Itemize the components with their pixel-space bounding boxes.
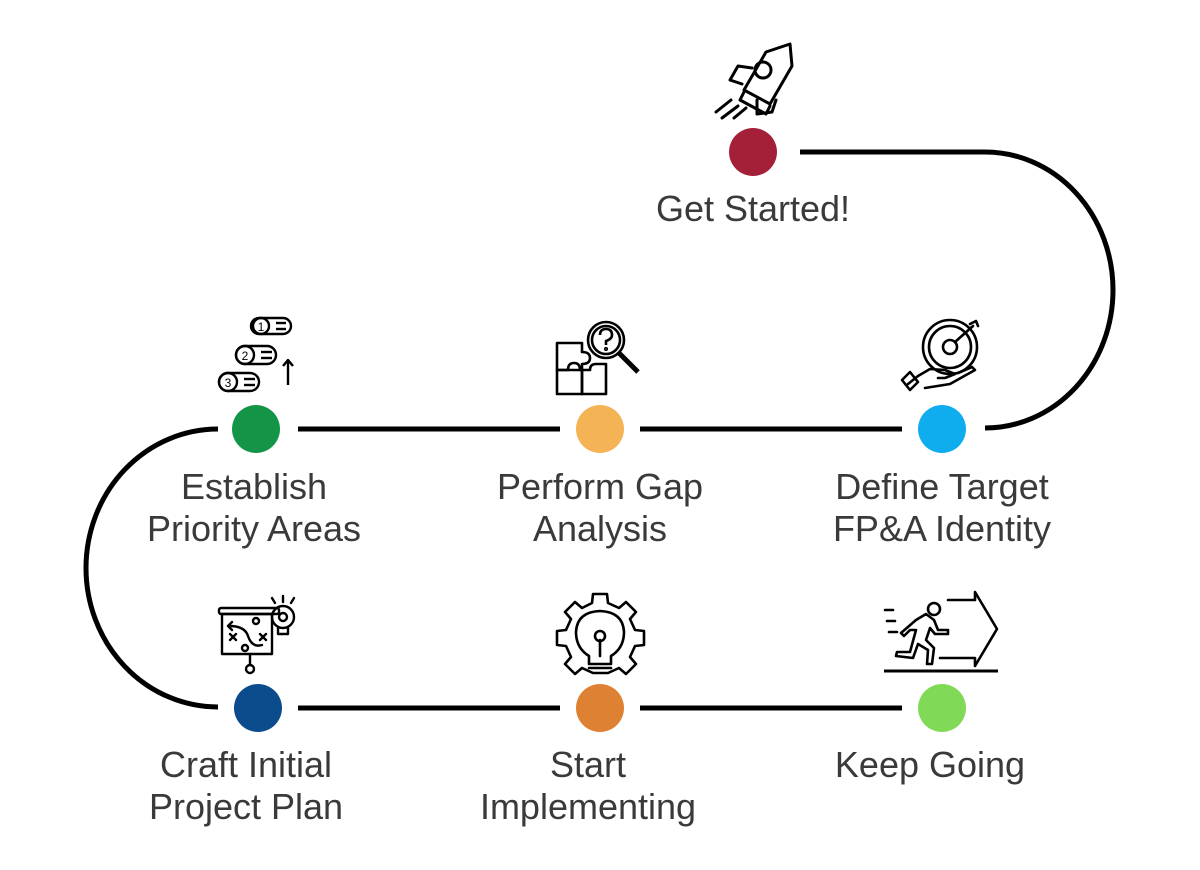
svg-text:1: 1 <box>258 320 265 334</box>
step-label-line: Keep Going <box>834 744 1026 785</box>
step-label-line: Implementing <box>479 786 697 827</box>
milestone-dot-gap-analysis[interactable] <box>576 405 624 453</box>
step-label-line: Define Target <box>835 466 1049 507</box>
step-label-priority-areas: Establish Priority Areas <box>147 466 361 550</box>
step-label-line: Project Plan <box>148 786 344 827</box>
svg-text:2: 2 <box>242 349 249 363</box>
running-person-icon <box>883 590 999 668</box>
hand-target-icon <box>900 318 980 392</box>
step-label-define-target: Define Target FP&A Identity <box>833 466 1051 550</box>
gear-bulb-icon <box>555 592 646 676</box>
milestone-dot-project-plan[interactable] <box>234 684 282 732</box>
step-label-keep-going: Keep Going <box>835 744 1025 786</box>
step-label-line: Get Started! <box>655 188 851 229</box>
milestone-dot-priority-areas[interactable] <box>232 405 280 453</box>
connector-4-5-curve <box>83 426 219 710</box>
svg-text:3: 3 <box>225 376 232 390</box>
milestone-dot-implementing[interactable] <box>576 684 624 732</box>
step-label-line: Priority Areas <box>146 508 362 549</box>
step-label-line: Craft Initial <box>159 744 333 785</box>
milestone-dot-define-target[interactable] <box>918 405 966 453</box>
rocket-icon <box>714 42 794 120</box>
step-label-line: FP&A Identity <box>832 508 1052 549</box>
step-label-implementing: Start Implementing <box>480 744 696 828</box>
ranked-list-icon <box>217 316 294 393</box>
step-label-line: Establish <box>180 466 328 507</box>
connector-1-2-curve <box>984 149 1116 431</box>
strategy-board-icon <box>217 594 296 675</box>
step-label-line: Analysis <box>532 508 668 549</box>
step-label-line: Start <box>549 744 627 785</box>
puzzle-magnifier-icon <box>555 320 640 396</box>
milestone-dot-get-started[interactable] <box>729 128 777 176</box>
step-label-gap-analysis: Perform Gap Analysis <box>497 466 703 550</box>
step-label-project-plan: Craft Initial Project Plan <box>149 744 343 828</box>
ranked-list-numbers: 1 2 3 <box>225 320 265 390</box>
step-label-get-started: Get Started! <box>656 188 850 230</box>
step-label-line: Perform Gap <box>496 466 704 507</box>
milestone-dot-keep-going[interactable] <box>918 684 966 732</box>
